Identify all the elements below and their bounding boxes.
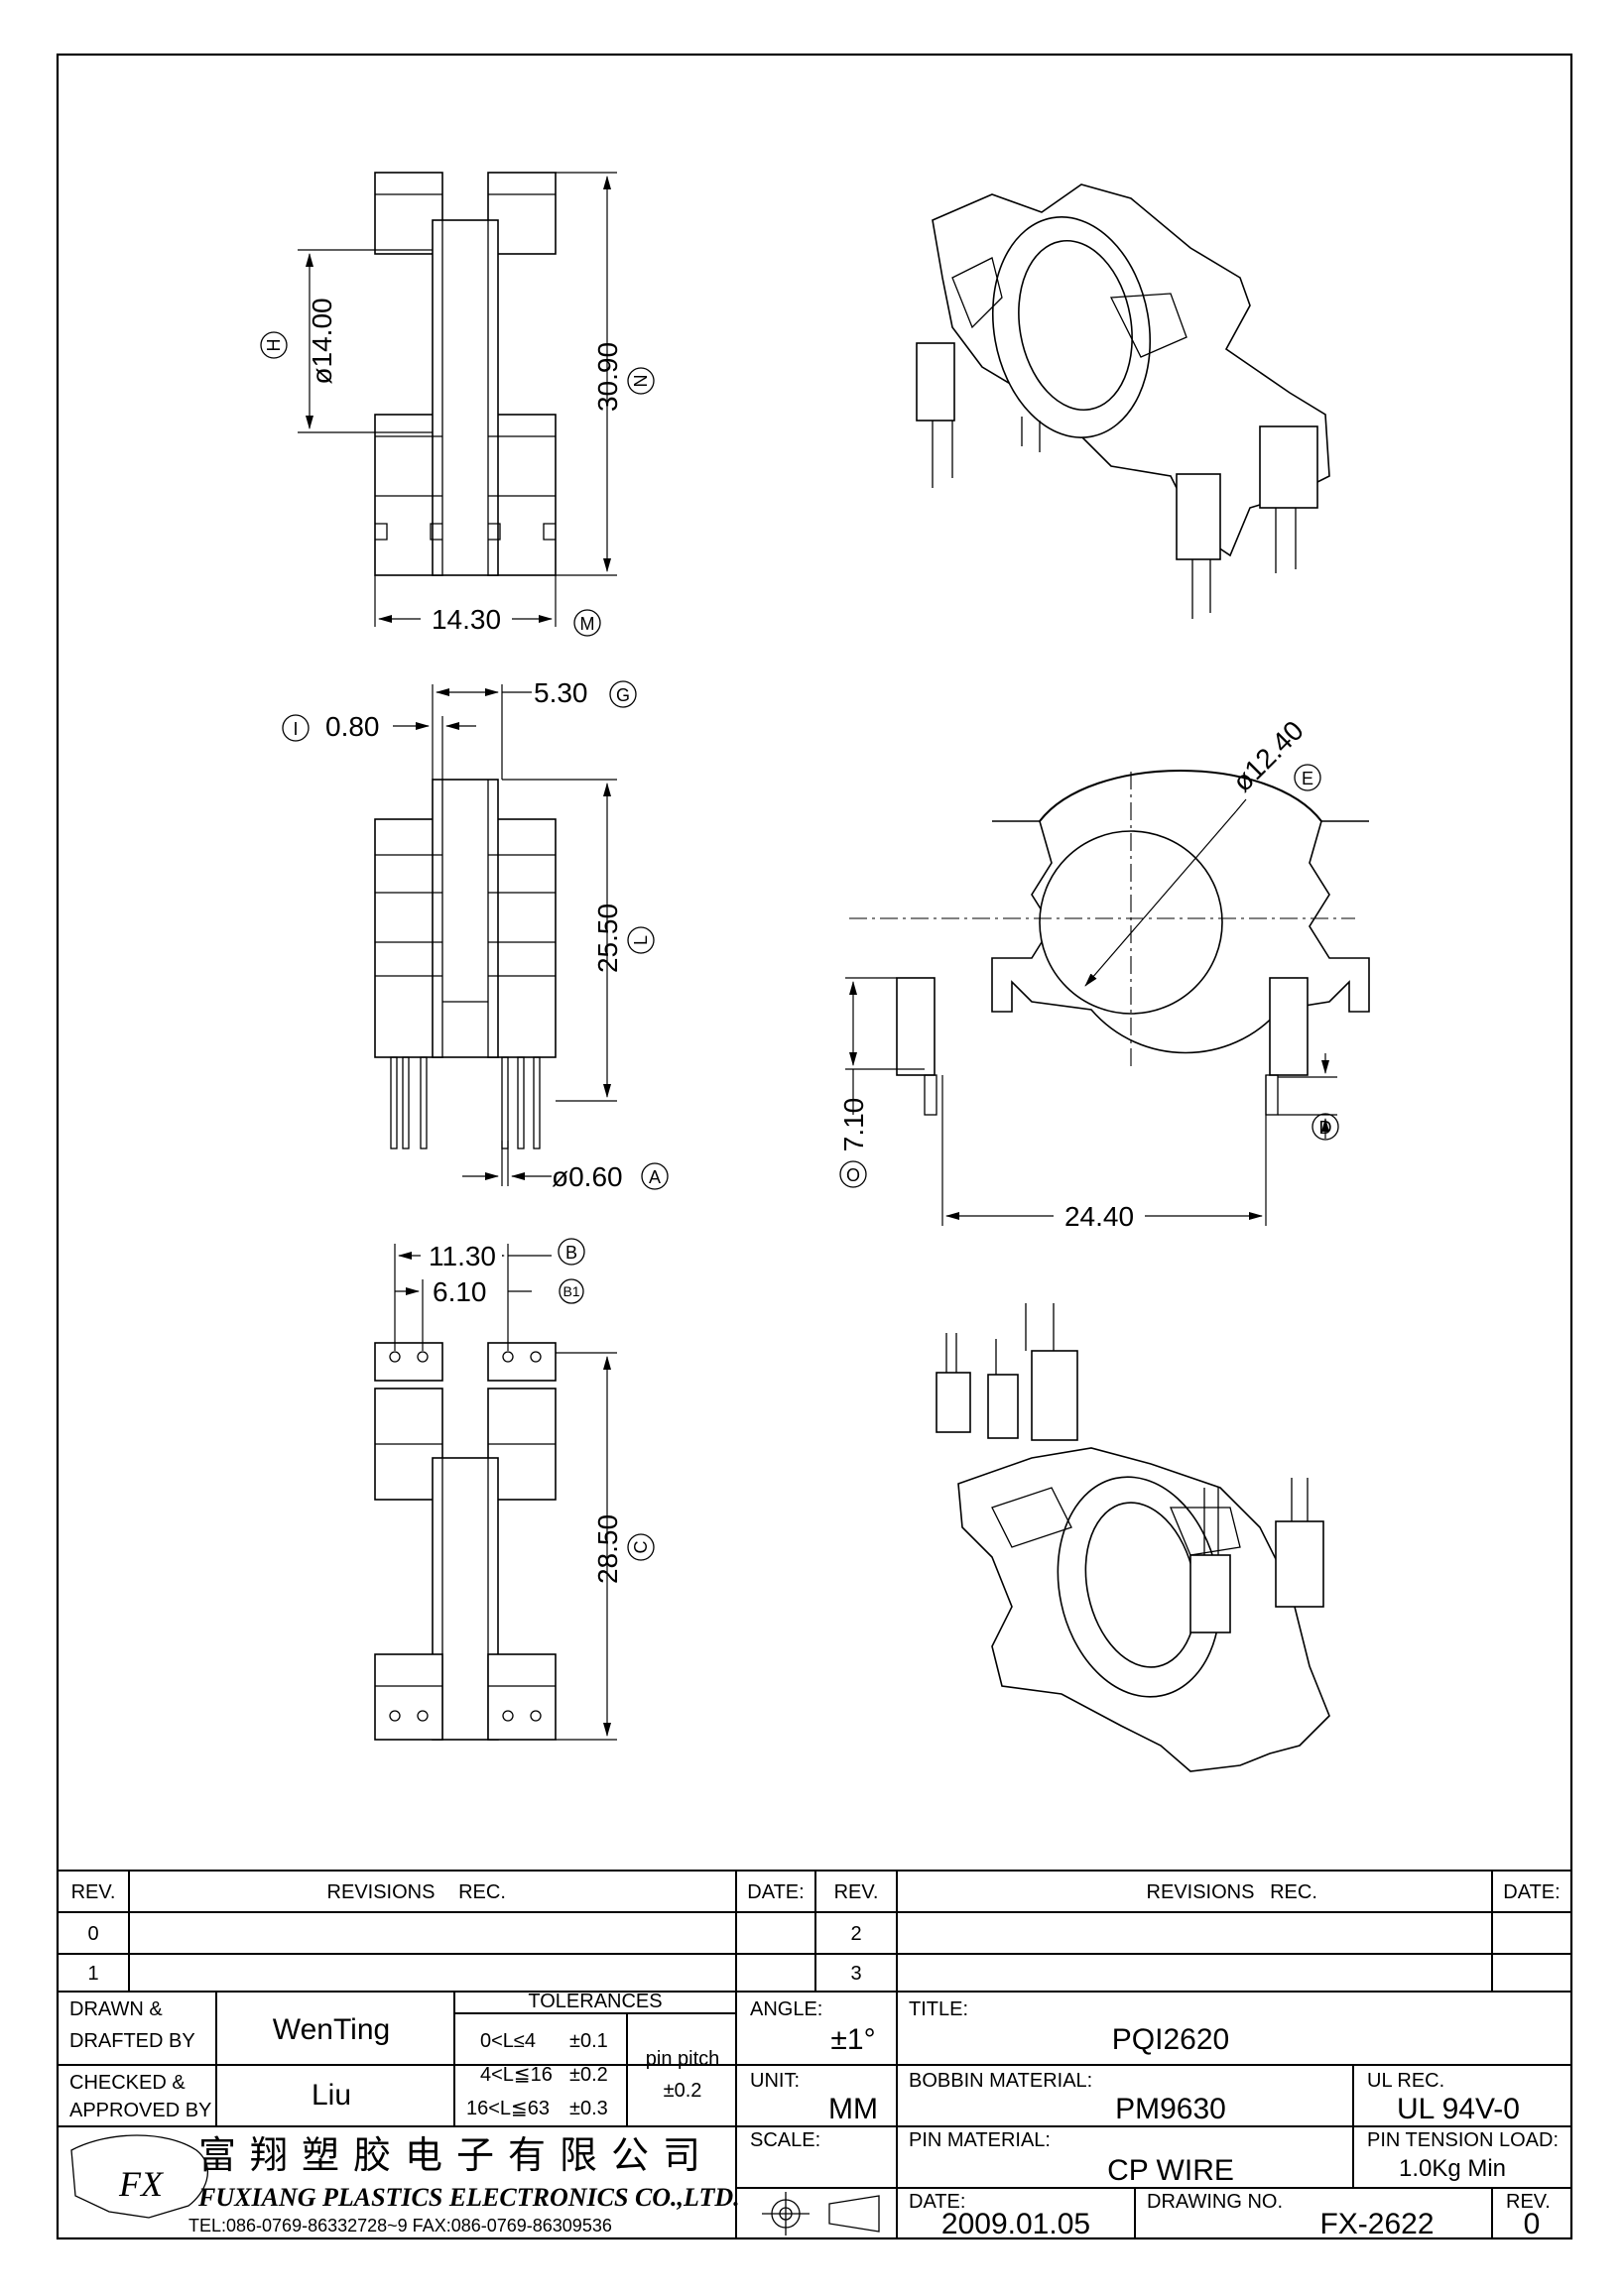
dim-diameter-top: ø14.00	[307, 298, 337, 384]
bobbin-material-label: BOBBIN MATERIAL:	[909, 2070, 1092, 2092]
pin-tension-value: 1.0Kg Min	[1399, 2155, 1506, 2182]
tol-range-3: 16<L≦63	[466, 2098, 550, 2119]
revisions-header-left: REVISIONS	[327, 1881, 436, 1903]
date-value: 2009.01.05	[941, 2208, 1090, 2240]
isometric-view-top	[916, 183, 1330, 619]
rev-header-right: REV.	[834, 1881, 879, 1903]
tag-circle-h	[260, 331, 288, 359]
top-right-flange-upper	[487, 172, 557, 255]
drawn-label-2: DRAFTED BY	[69, 2030, 195, 2052]
dim-width-top: 14.30	[432, 604, 501, 635]
dim-tag-d: D	[1319, 1118, 1332, 1138]
date-header-right: DATE:	[1503, 1881, 1560, 1903]
pin-pitch-value: ±0.2	[664, 2080, 702, 2102]
pin-material-value: CP WIRE	[1107, 2154, 1234, 2187]
drawing-no-value: FX-2622	[1319, 2208, 1434, 2240]
dim-standoff-front: 7.10	[838, 1098, 869, 1152]
company-contact: TEL:086-0769-86332728~9 FAX:086-0769-863…	[188, 2216, 612, 2236]
dim-height-bottom: 28.50	[592, 1514, 623, 1584]
unit-value: MM	[828, 2093, 878, 2125]
title-block: REV. REVISIONS REC. DATE: REV. REVISIONS…	[57, 1870, 1572, 2240]
revisions-header-right: REVISIONS	[1147, 1881, 1255, 1903]
dim-tag-m: M	[580, 614, 595, 634]
dim-tag-e: E	[1302, 769, 1313, 788]
dim-tag-c: C	[631, 1541, 651, 1554]
tol-val-3: ±0.3	[569, 2098, 608, 2119]
pin-pitch-label: pin pitch	[646, 2048, 720, 2070]
pin-tension-label: PIN TENSION LOAD:	[1367, 2129, 1559, 2151]
drawn-label-1: DRAWN &	[69, 1998, 163, 2020]
dim-tag-i: I	[293, 719, 298, 739]
company-name-en: FUXIANG PLASTICS ELECTRONICS CO.,LTD.	[197, 2183, 740, 2212]
top-view: 30.90 N ø14.00 H 14.30 M	[260, 172, 655, 637]
rev-row-1: 1	[87, 1963, 98, 1985]
angle-value: ±1°	[830, 2023, 875, 2056]
checked-by-value: Liu	[312, 2079, 351, 2112]
dim-tag-b1: B1	[562, 1283, 579, 1299]
dim-wall-side: 0.80	[325, 711, 380, 742]
dim-tag-o: O	[846, 1165, 860, 1185]
checked-label-1: CHECKED &	[69, 2072, 186, 2094]
rev-header-left: REV.	[71, 1881, 116, 1903]
dim-tag-n: N	[631, 375, 651, 388]
date-header-left: DATE:	[747, 1881, 804, 1903]
drawing-no-label: DRAWING NO.	[1147, 2191, 1283, 2213]
company-name-cn: 富翔塑胶电子有限公司	[198, 2133, 714, 2177]
dim-pin-side: ø0.60	[552, 1161, 623, 1192]
title-label: TITLE:	[909, 1998, 968, 2020]
tag-circle-m	[573, 609, 601, 637]
rev-row-0: 0	[87, 1923, 98, 1945]
dim-tag-l: L	[631, 935, 651, 945]
unit-label: UNIT:	[750, 2070, 800, 2092]
rec-header-left: REC.	[458, 1881, 506, 1903]
rec-header-right: REC.	[1270, 1881, 1317, 1903]
tol-val-2: ±0.2	[569, 2064, 608, 2086]
rev-value: 0	[1524, 2208, 1541, 2240]
top-left-flange-upper	[374, 172, 443, 255]
tag-circle-n	[627, 367, 655, 395]
company-logo: FX	[70, 2134, 208, 2219]
top-core-tube	[432, 219, 499, 576]
scale-label: SCALE:	[750, 2129, 820, 2151]
dim-tag-a: A	[649, 1167, 661, 1187]
title-value: PQI2620	[1112, 2023, 1229, 2056]
tol-range-2: 4<L≦16	[480, 2064, 553, 2086]
rev-label: REV.	[1506, 2191, 1551, 2213]
dim-row-bottom: 11.30	[429, 1241, 496, 1271]
tolerances-label: TOLERANCES	[528, 1991, 662, 2012]
date-label: DATE:	[909, 2191, 965, 2213]
dim-height-top: 30.90	[592, 342, 623, 412]
angle-label: ANGLE:	[750, 1998, 822, 2020]
bottom-view: 11.30 B 6.10 B1 28.50 C	[374, 1238, 655, 1741]
dim-tag-b: B	[565, 1243, 577, 1263]
bobbin-material-value: PM9630	[1115, 2093, 1226, 2125]
tol-range-1: 0<L≤4	[480, 2030, 536, 2052]
rev-row-2: 2	[850, 1923, 861, 1945]
dim-height-side: 25.50	[592, 904, 623, 973]
isometric-view-bottom	[936, 1303, 1330, 1772]
checked-label-2: APPROVED BY	[69, 2100, 211, 2121]
logo-text: FX	[118, 2164, 165, 2204]
dim-flange-side: 5.30	[534, 677, 588, 708]
rev-row-3: 3	[850, 1963, 861, 1985]
pin-material-label: PIN MATERIAL:	[909, 2129, 1051, 2151]
drawn-by-value: WenTing	[273, 2013, 390, 2046]
side-view: 5.30 G 0.80 I 25.50 L ø0.60 A	[282, 677, 669, 1192]
ul-rec-label: UL REC.	[1367, 2070, 1444, 2092]
tol-val-1: ±0.1	[569, 2030, 608, 2052]
dim-tag-h: H	[264, 339, 284, 352]
front-view: ø12.40 E 7.10 O 24.40 D	[838, 715, 1370, 1232]
bore-circle	[1039, 830, 1223, 1015]
dim-tag-g: G	[616, 685, 630, 705]
side-view-pins	[390, 1056, 541, 1149]
projection-symbol	[736, 2187, 897, 2236]
ul-rec-value: UL 94V-0	[1397, 2093, 1520, 2125]
dim-pitch-bottom: 6.10	[433, 1276, 487, 1307]
dim-span-front: 24.40	[1064, 1201, 1134, 1232]
